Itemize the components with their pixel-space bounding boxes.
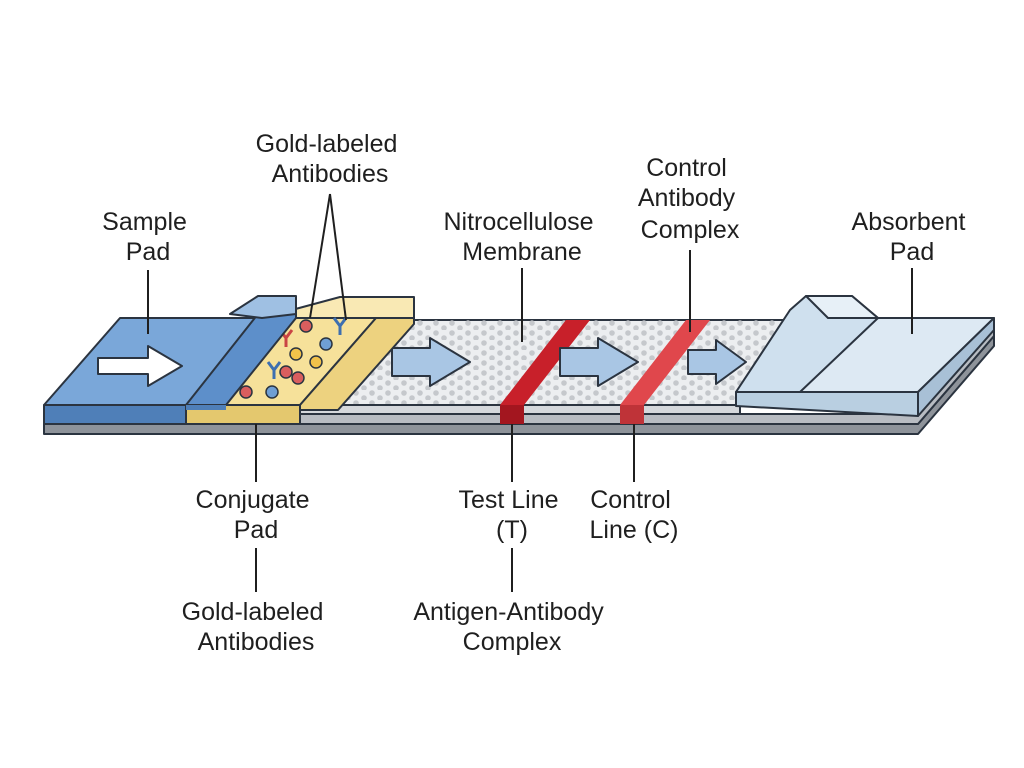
- label-antigen-antibody-complex: Antigen-Antibody Complex: [413, 598, 610, 656]
- label-conjugate-pad: Conjugate Pad: [196, 486, 317, 544]
- gold-labeled-particles: [239, 317, 348, 399]
- label-gold-labeled-antibodies-top: Gold-labeled Antibodies: [256, 130, 405, 188]
- leader-lines: [147, 193, 913, 592]
- sample-pad: [43, 295, 297, 425]
- label-control-antibody-complex: Control Antibody Complex: [638, 154, 742, 244]
- label-sample-pad: Sample Pad: [102, 208, 194, 266]
- test-line: [500, 320, 590, 424]
- label-absorbent-pad: Absorbent Pad: [852, 208, 973, 266]
- flow-arrow-2: [559, 337, 639, 387]
- label-control-line: Control Line (C): [590, 486, 679, 544]
- flow-arrow-1: [391, 337, 471, 387]
- label-nitrocellulose-membrane: Nitrocellulose Membrane: [443, 208, 600, 266]
- control-line: [620, 320, 710, 424]
- label-gold-labeled-antibodies-bottom: Gold-labeled Antibodies: [182, 598, 331, 656]
- label-test-line: Test Line (T): [458, 486, 565, 544]
- flow-arrow-3: [687, 339, 747, 385]
- absorbent-pad: [735, 295, 995, 417]
